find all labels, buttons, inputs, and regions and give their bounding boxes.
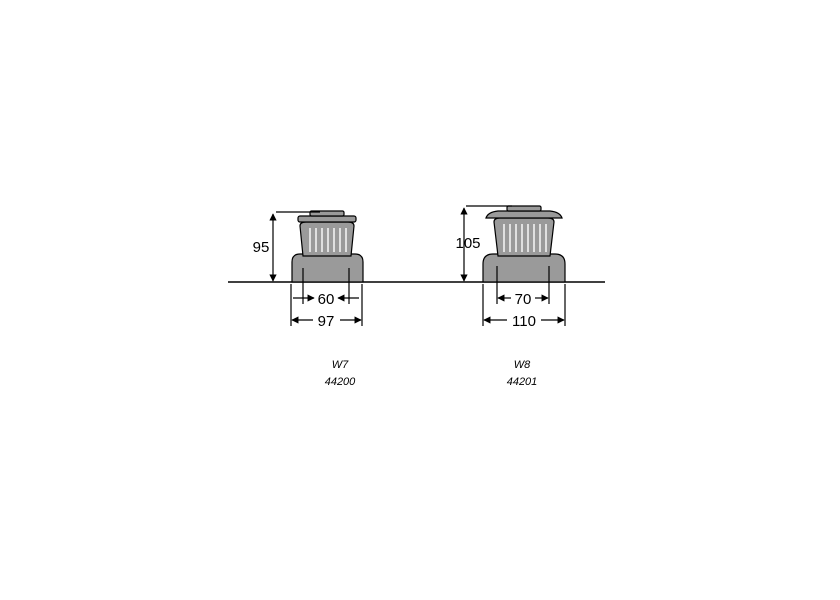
winch-w8-inner-width-label: 70 <box>515 291 532 308</box>
winch-w8-height-label: 105 <box>455 235 480 252</box>
winch-w8-base <box>482 253 566 283</box>
winch-w7-model: W7 <box>332 359 349 371</box>
winch-w7-drum-ribs <box>309 228 347 252</box>
winch-w7-height-label: 95 <box>253 239 270 256</box>
winch-w8-top-flange <box>485 210 563 219</box>
winch-w7-part-number: 44200 <box>325 376 356 388</box>
winch-w7-inner-width-label: 60 <box>318 291 335 308</box>
winch-w7-base <box>291 253 364 283</box>
winch-w7-outer-width-label: 97 <box>318 313 335 330</box>
winch-w8: 105 70 110 W8 44201 <box>455 205 566 388</box>
winch-w8-part-number: 44201 <box>507 376 538 388</box>
winch-w8-top-cap <box>506 205 542 212</box>
winch-w8-outer-width-label: 110 <box>512 313 536 330</box>
winch-w8-drum <box>493 217 555 257</box>
winch-w7-top-flange <box>297 215 357 223</box>
winch-w8-model: W8 <box>514 359 531 371</box>
winch-w7: 95 60 97 W7 44200 <box>253 210 364 388</box>
winch-w8-drum-ribs <box>503 224 547 252</box>
